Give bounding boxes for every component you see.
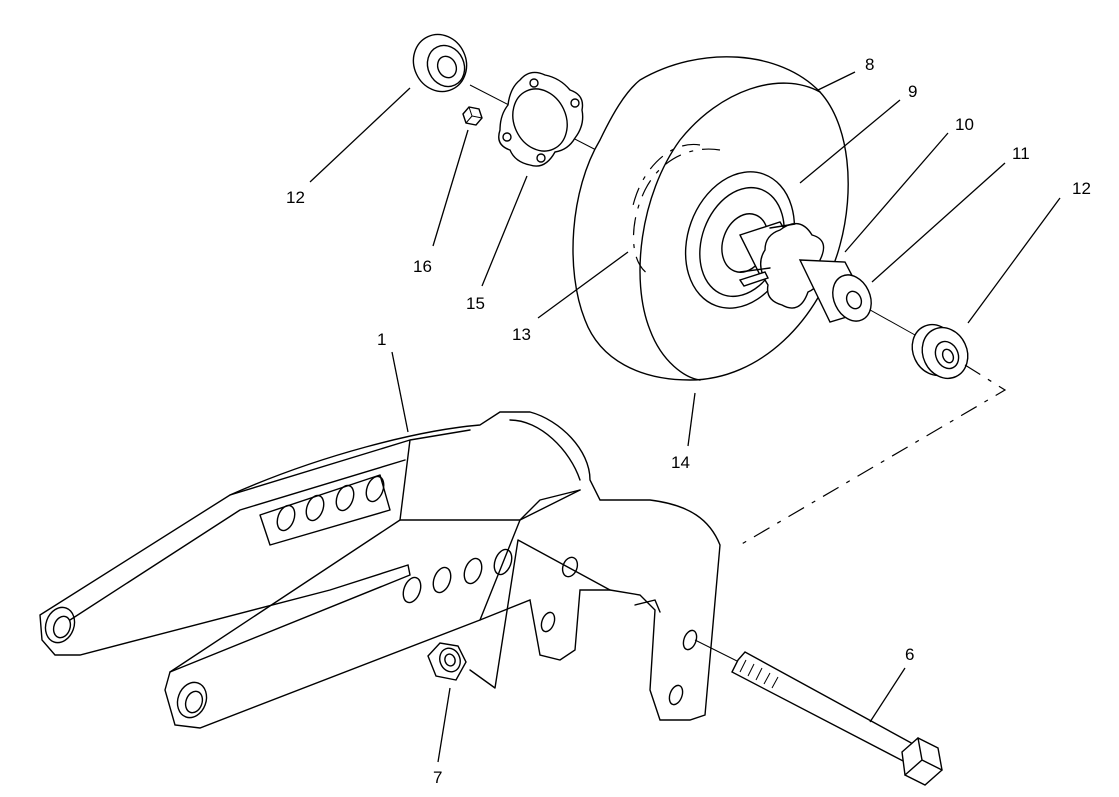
callout-15: 15	[466, 294, 485, 313]
leader-15	[481, 175, 528, 287]
callout-10: 10	[955, 115, 974, 134]
callout-7: 7	[433, 768, 442, 787]
leader-6	[869, 667, 906, 723]
part-12-bearing-lower	[911, 323, 969, 380]
part-10-hub	[738, 221, 825, 309]
leader-12-upper	[309, 87, 411, 183]
part-16-nut	[462, 106, 483, 126]
leader-9	[799, 99, 901, 184]
callout-11: 11	[1012, 144, 1030, 163]
leader-12-lower	[967, 197, 1061, 324]
leader-10	[844, 132, 949, 253]
leader-14	[687, 392, 696, 447]
callout-13: 13	[512, 325, 531, 344]
part-15-plate	[498, 71, 584, 167]
callout-16: 16	[413, 257, 432, 276]
leader-11	[871, 162, 1006, 283]
part-1-arm	[39, 411, 721, 729]
bolt-axis-line	[694, 639, 746, 666]
assembly-line-nut-to-bolt	[469, 539, 661, 689]
part-7-locknut	[427, 642, 467, 681]
part-12-bearing-upper	[412, 33, 468, 93]
assembly-line-wheel-to-arm	[739, 364, 1007, 546]
callout-9: 9	[908, 82, 917, 101]
leader-7	[437, 687, 451, 763]
callout-12-lower: 12	[1072, 179, 1091, 198]
callout-8: 8	[865, 55, 874, 74]
leader-1	[391, 351, 409, 433]
leader-13	[537, 251, 629, 319]
part-11-sleeve	[798, 259, 872, 323]
callout-12-upper: 12	[286, 188, 305, 207]
leader-16	[432, 129, 469, 247]
callout-6: 6	[905, 645, 914, 664]
leader-8	[817, 71, 856, 91]
callout-14: 14	[671, 453, 690, 472]
callout-1: 1	[377, 330, 386, 349]
part-6-bolt	[731, 651, 943, 786]
